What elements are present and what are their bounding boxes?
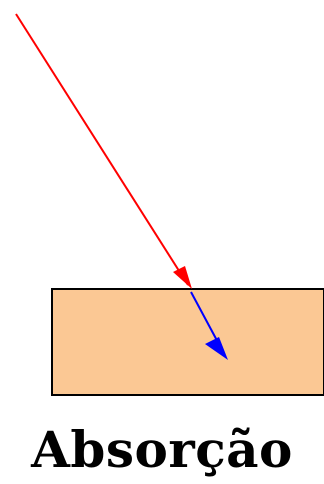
incident-ray xyxy=(15,13,189,286)
absorbed-arrowhead xyxy=(205,337,228,360)
diagram-caption: Absorção xyxy=(31,420,293,479)
incident-arrowhead xyxy=(173,266,192,289)
absorbing-medium xyxy=(51,288,324,396)
